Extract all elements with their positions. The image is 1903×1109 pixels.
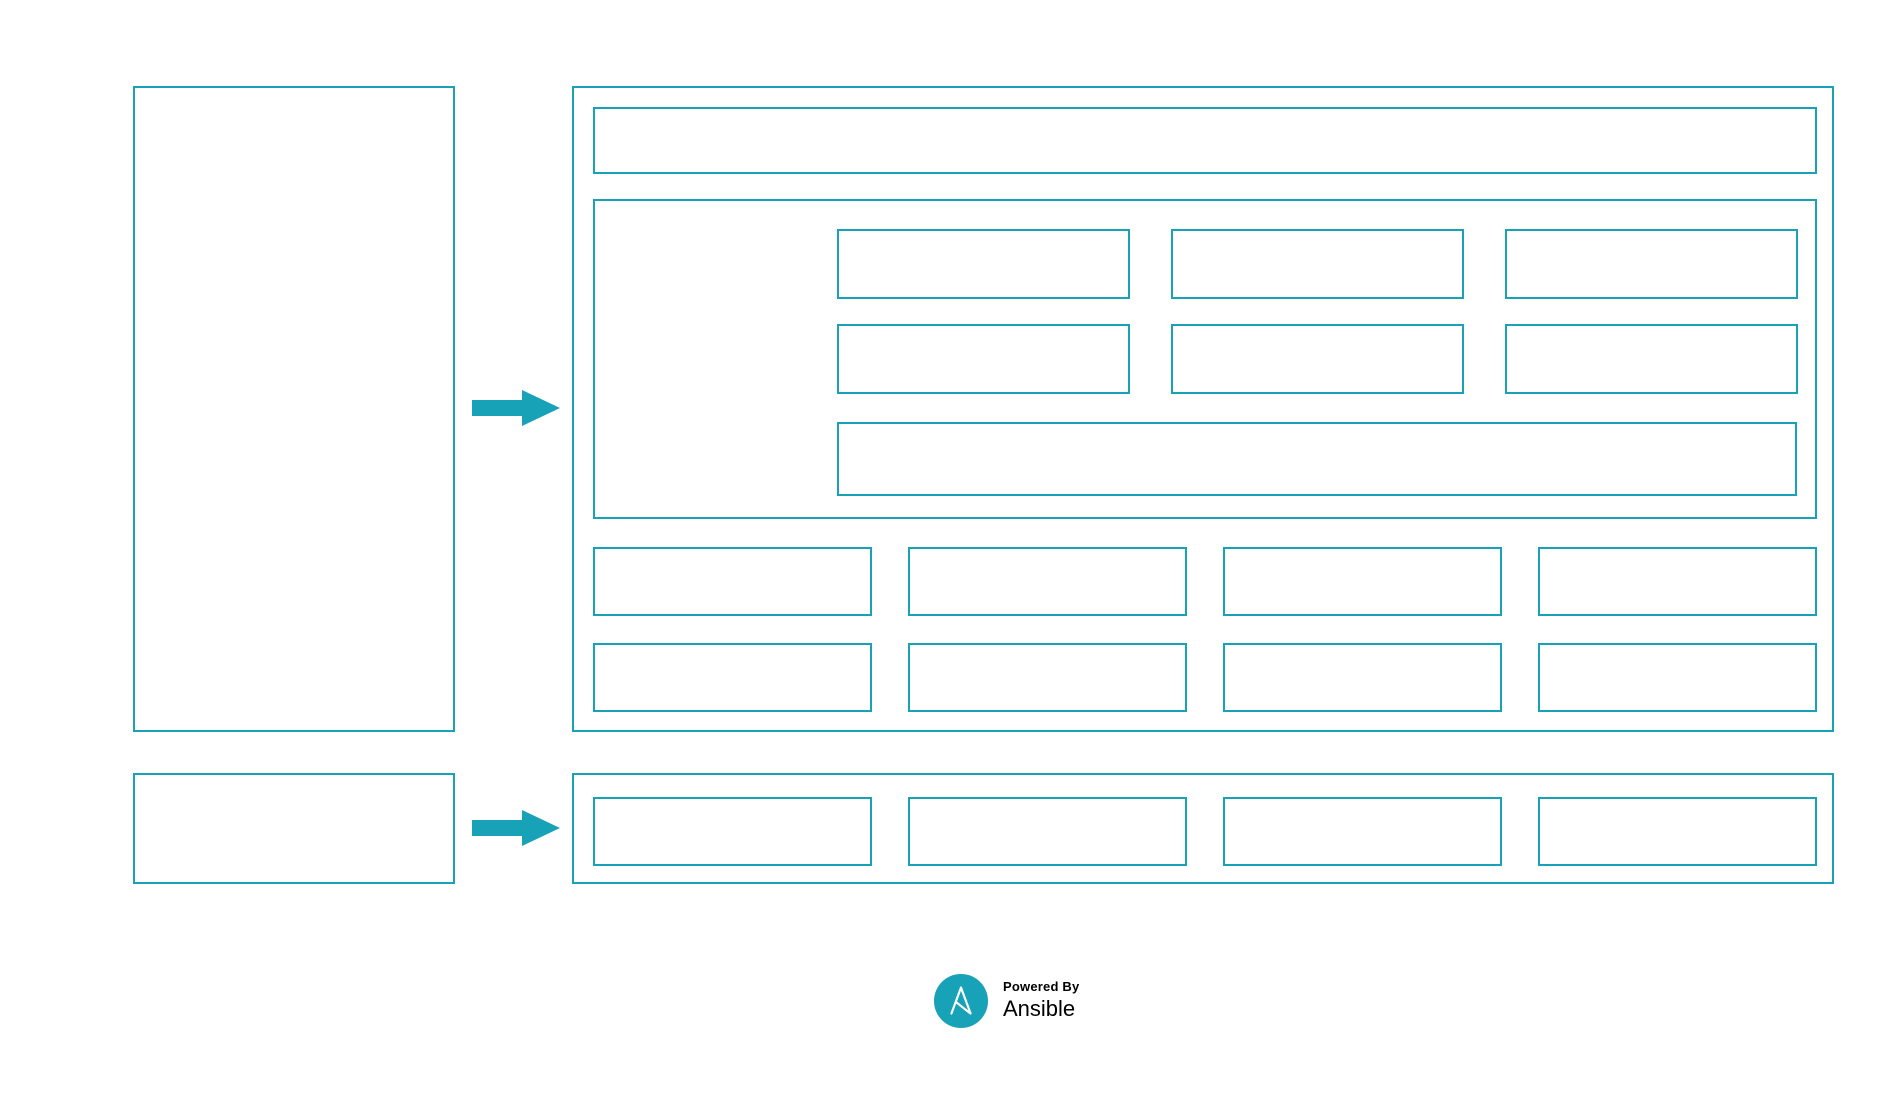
grid-box: [1538, 643, 1817, 712]
main-panel: [572, 86, 1834, 732]
left-secondary-box: [133, 773, 455, 884]
bottom-box: [1223, 797, 1502, 866]
grid-box: [1538, 547, 1817, 616]
left-main-box: [133, 86, 455, 732]
bottom-box: [908, 797, 1187, 866]
bottom-panel: [572, 773, 1834, 884]
inner-box: [837, 324, 1130, 394]
grid-box: [593, 547, 872, 616]
arrow-right-icon: [472, 810, 560, 846]
logo-text: Powered By Ansible: [1003, 979, 1079, 1023]
inner-box: [1505, 229, 1798, 299]
inner-box: [837, 229, 1130, 299]
grid-box: [908, 547, 1187, 616]
grid-box: [1223, 547, 1502, 616]
inner-wide-box: [837, 422, 1797, 496]
inner-panel: [593, 199, 1817, 519]
inner-box: [1171, 324, 1464, 394]
grid-box: [1223, 643, 1502, 712]
powered-by-label: Powered By: [1003, 979, 1080, 995]
inner-box: [1171, 229, 1464, 299]
arrow-right-icon: [472, 390, 560, 426]
ansible-logo-icon: [934, 974, 988, 1028]
grid-box: [908, 643, 1187, 712]
grid-box: [593, 643, 872, 712]
bottom-box: [593, 797, 872, 866]
bottom-box: [1538, 797, 1817, 866]
brand-label: Ansible: [1003, 996, 1076, 1022]
header-bar: [593, 107, 1817, 174]
powered-by-ansible-badge: Powered By Ansible: [934, 974, 1079, 1028]
inner-box: [1505, 324, 1798, 394]
